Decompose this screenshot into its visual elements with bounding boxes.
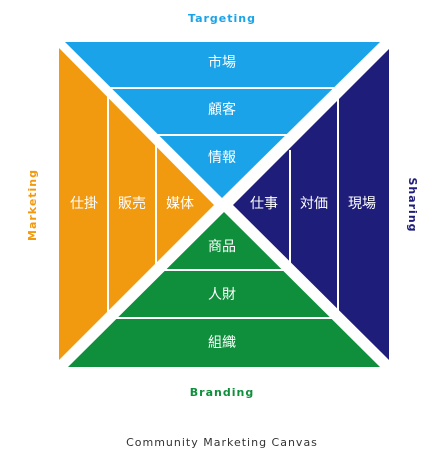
cell-organization: 組織	[208, 335, 236, 351]
quadrant-branding	[68, 212, 380, 367]
label-targeting: Targeting	[188, 12, 256, 25]
cell-market: 市場	[208, 54, 236, 71]
quadrant-targeting	[65, 42, 380, 198]
cell-compensation: 対価	[300, 196, 328, 212]
cell-media: 媒体	[166, 196, 194, 212]
cell-information: 情報	[208, 150, 236, 166]
cell-talent: 人財	[208, 287, 236, 303]
diagram-caption: Community Marketing Canvas	[126, 436, 318, 449]
cell-product: 商品	[208, 239, 236, 255]
cell-mechanism: 仕掛	[70, 196, 98, 212]
quadrant-marketing	[59, 48, 214, 360]
cell-sales: 販売	[118, 196, 146, 212]
label-branding: Branding	[190, 386, 254, 399]
label-marketing: Marketing	[26, 169, 39, 241]
cell-field: 現場	[348, 196, 376, 212]
label-sharing: Sharing	[406, 177, 419, 232]
cell-customer: 顧客	[208, 101, 236, 118]
band-dividers	[107, 87, 339, 319]
quadrant-sharing	[233, 49, 389, 360]
cell-work: 仕事	[250, 196, 278, 212]
